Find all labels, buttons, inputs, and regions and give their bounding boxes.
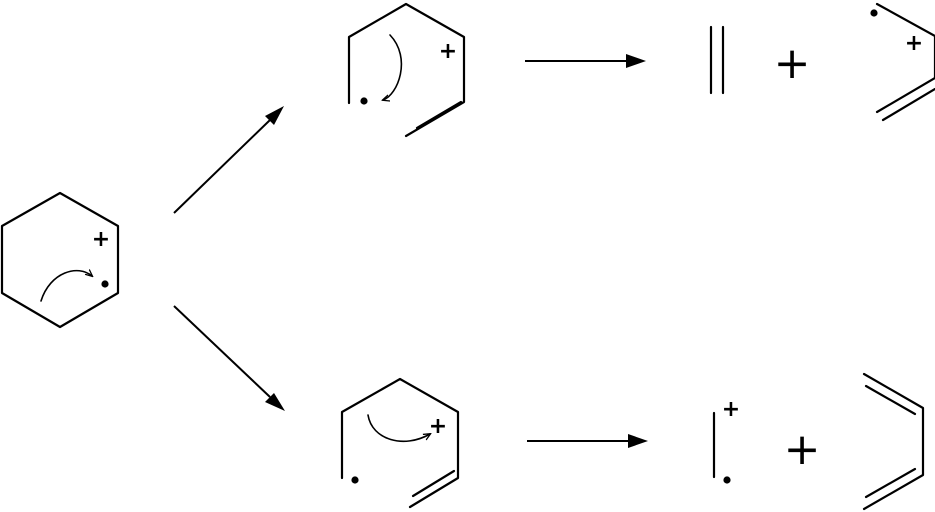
radical-dot <box>101 280 109 288</box>
curly-arrow <box>40 271 92 302</box>
double-bond-inner <box>415 100 463 130</box>
plus-operator-upper: + <box>774 38 811 89</box>
ethylene-radical-cation: + <box>712 397 740 484</box>
charge-plus: + <box>429 414 447 439</box>
charge-plus: + <box>92 227 110 252</box>
lower-ring-opened-intermediate: + <box>340 377 460 509</box>
charge-plus: + <box>722 397 740 422</box>
charge-plus: + <box>439 39 457 64</box>
radical-dot <box>360 97 368 105</box>
upper-ring-opened-intermediate: + <box>347 2 466 138</box>
upper-allyl-fragment: + <box>870 2 935 122</box>
curly-arrow <box>383 34 403 100</box>
double-bond-inner-top <box>864 384 917 416</box>
carbon-chain <box>340 377 460 509</box>
ethylene <box>709 25 725 95</box>
hexagon-ring <box>0 191 120 329</box>
charge-plus: + <box>905 31 923 56</box>
carbon-chain <box>347 2 466 138</box>
reaction-arrow-lower-right <box>527 434 648 448</box>
cyclohexene-radical-cation: + <box>0 191 120 329</box>
reaction-arrow-upper-right <box>525 54 646 68</box>
radical-dot <box>351 476 359 484</box>
radical-dot <box>723 476 731 484</box>
double-bond-inner-bottom <box>864 467 917 499</box>
double-bond-inner <box>881 87 935 122</box>
double-bond-inner <box>411 469 456 498</box>
butadiene <box>862 372 925 511</box>
radical-dot <box>870 9 878 17</box>
reaction-arrow-down <box>173 305 285 411</box>
plus-operator-lower: + <box>784 424 821 475</box>
curly-arrow <box>367 414 430 443</box>
reaction-arrow-up <box>173 106 284 214</box>
